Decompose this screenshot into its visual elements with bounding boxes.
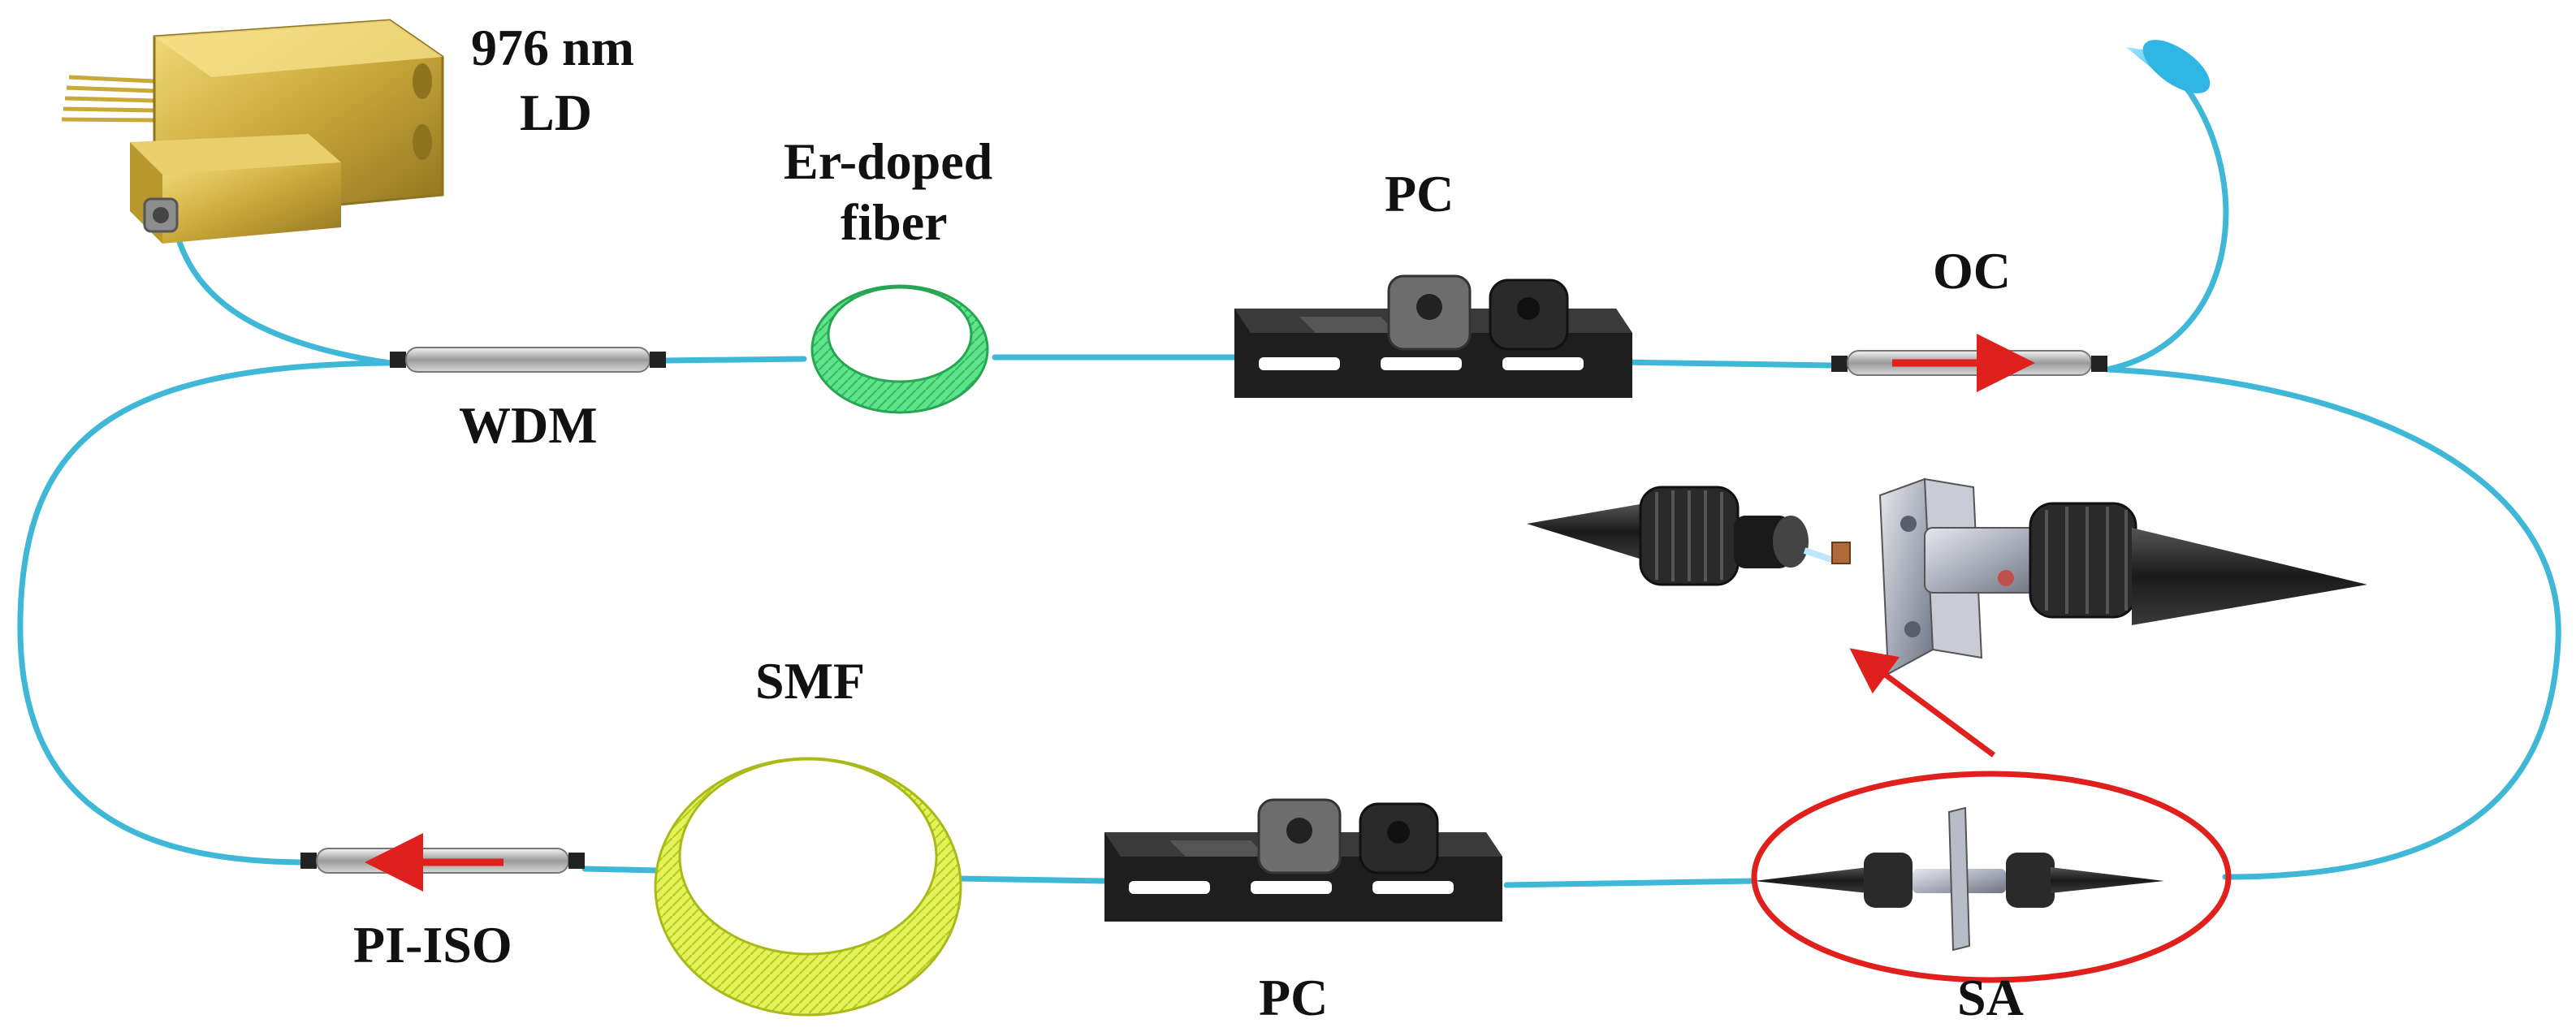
fiber-oc-to-sa-right	[2104, 366, 2561, 880]
wdm-label: WDM	[459, 396, 598, 454]
fiber-pc-to-oc	[1617, 359, 1835, 369]
polarization-controller-bottom-icon	[1104, 798, 1502, 922]
sa-highlight-ellipse	[1751, 771, 2232, 983]
sa-connector-zoom-icon	[1527, 477, 2367, 676]
fiber-smf-to-iso	[581, 866, 661, 874]
output-coupler-icon	[1831, 334, 2107, 392]
edf-label-line2: fiber	[841, 193, 948, 251]
saturable-absorber-icon	[1754, 806, 2164, 952]
pi-isolator-icon	[300, 833, 585, 892]
fiber-wdm-to-edf	[663, 356, 807, 364]
output-beam-cone-icon	[2126, 40, 2211, 93]
pi-iso-label: PI-ISO	[353, 916, 512, 974]
polarization-controller-top-icon	[1234, 274, 1632, 398]
fiber-pc-to-smf	[955, 875, 1108, 884]
sa-label: SA	[1957, 969, 2024, 1026]
er-doped-fiber-coil-icon	[810, 284, 989, 414]
oc-label: OC	[1933, 242, 2011, 300]
zoom-pointer-arrow	[1849, 648, 1996, 758]
edf-label-line1: Er-doped	[784, 132, 992, 190]
smf-label: SMF	[755, 652, 865, 710]
fiber-iso-to-wdm-left	[17, 360, 393, 866]
ld-label-line2: LD	[520, 84, 592, 141]
ld-label-line1: 976 nm	[471, 19, 634, 76]
fiber-sa-to-pc-bottom	[1503, 878, 1757, 888]
smf-coil-icon	[654, 757, 962, 1017]
pc-top-label: PC	[1385, 165, 1454, 222]
laser-diode-package-icon	[61, 19, 444, 244]
pc-bottom-label: PC	[1259, 969, 1328, 1026]
fiber-oc-output	[2104, 82, 2229, 373]
fiber-loop	[17, 82, 2561, 888]
pump-fiber	[171, 222, 393, 366]
wdm-coupler-icon	[390, 347, 666, 373]
